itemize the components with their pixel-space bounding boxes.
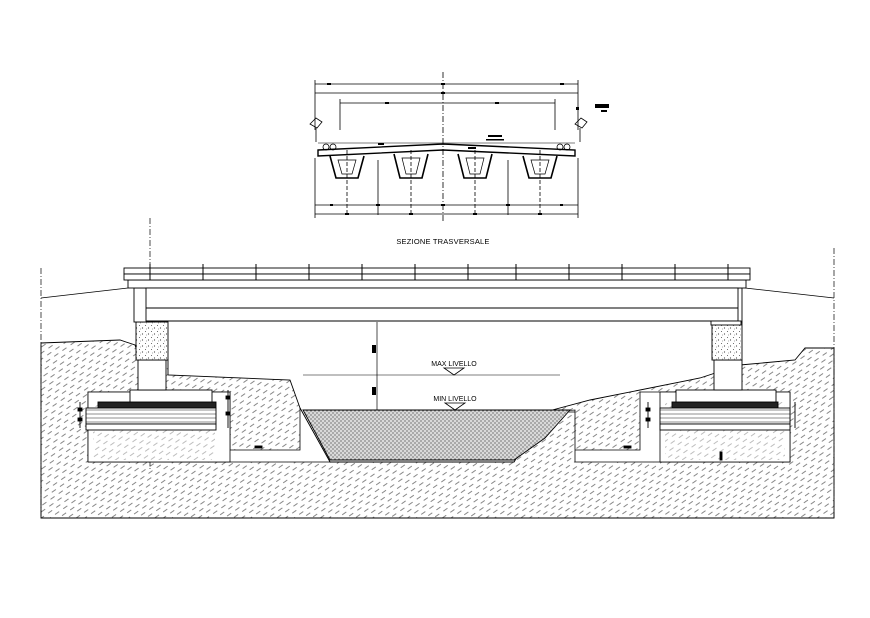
max-level-label: MAX LIVELLO bbox=[431, 361, 477, 368]
min-level-marker: MIN LIVELLO bbox=[433, 396, 477, 411]
min-level-label: MIN LIVELLO bbox=[433, 396, 477, 403]
railing bbox=[123, 264, 751, 281]
deck-beam bbox=[127, 279, 747, 326]
deck-cross-section bbox=[309, 72, 609, 222]
left-foundation bbox=[77, 287, 263, 449]
max-level-marker: MAX LIVELLO bbox=[431, 361, 477, 376]
section-title: SEZIONE TRASVERSALE bbox=[396, 237, 489, 246]
bridge-elevation: MAX LIVELLO MIN LIVELLO bbox=[40, 218, 835, 519]
river-water bbox=[302, 409, 572, 461]
